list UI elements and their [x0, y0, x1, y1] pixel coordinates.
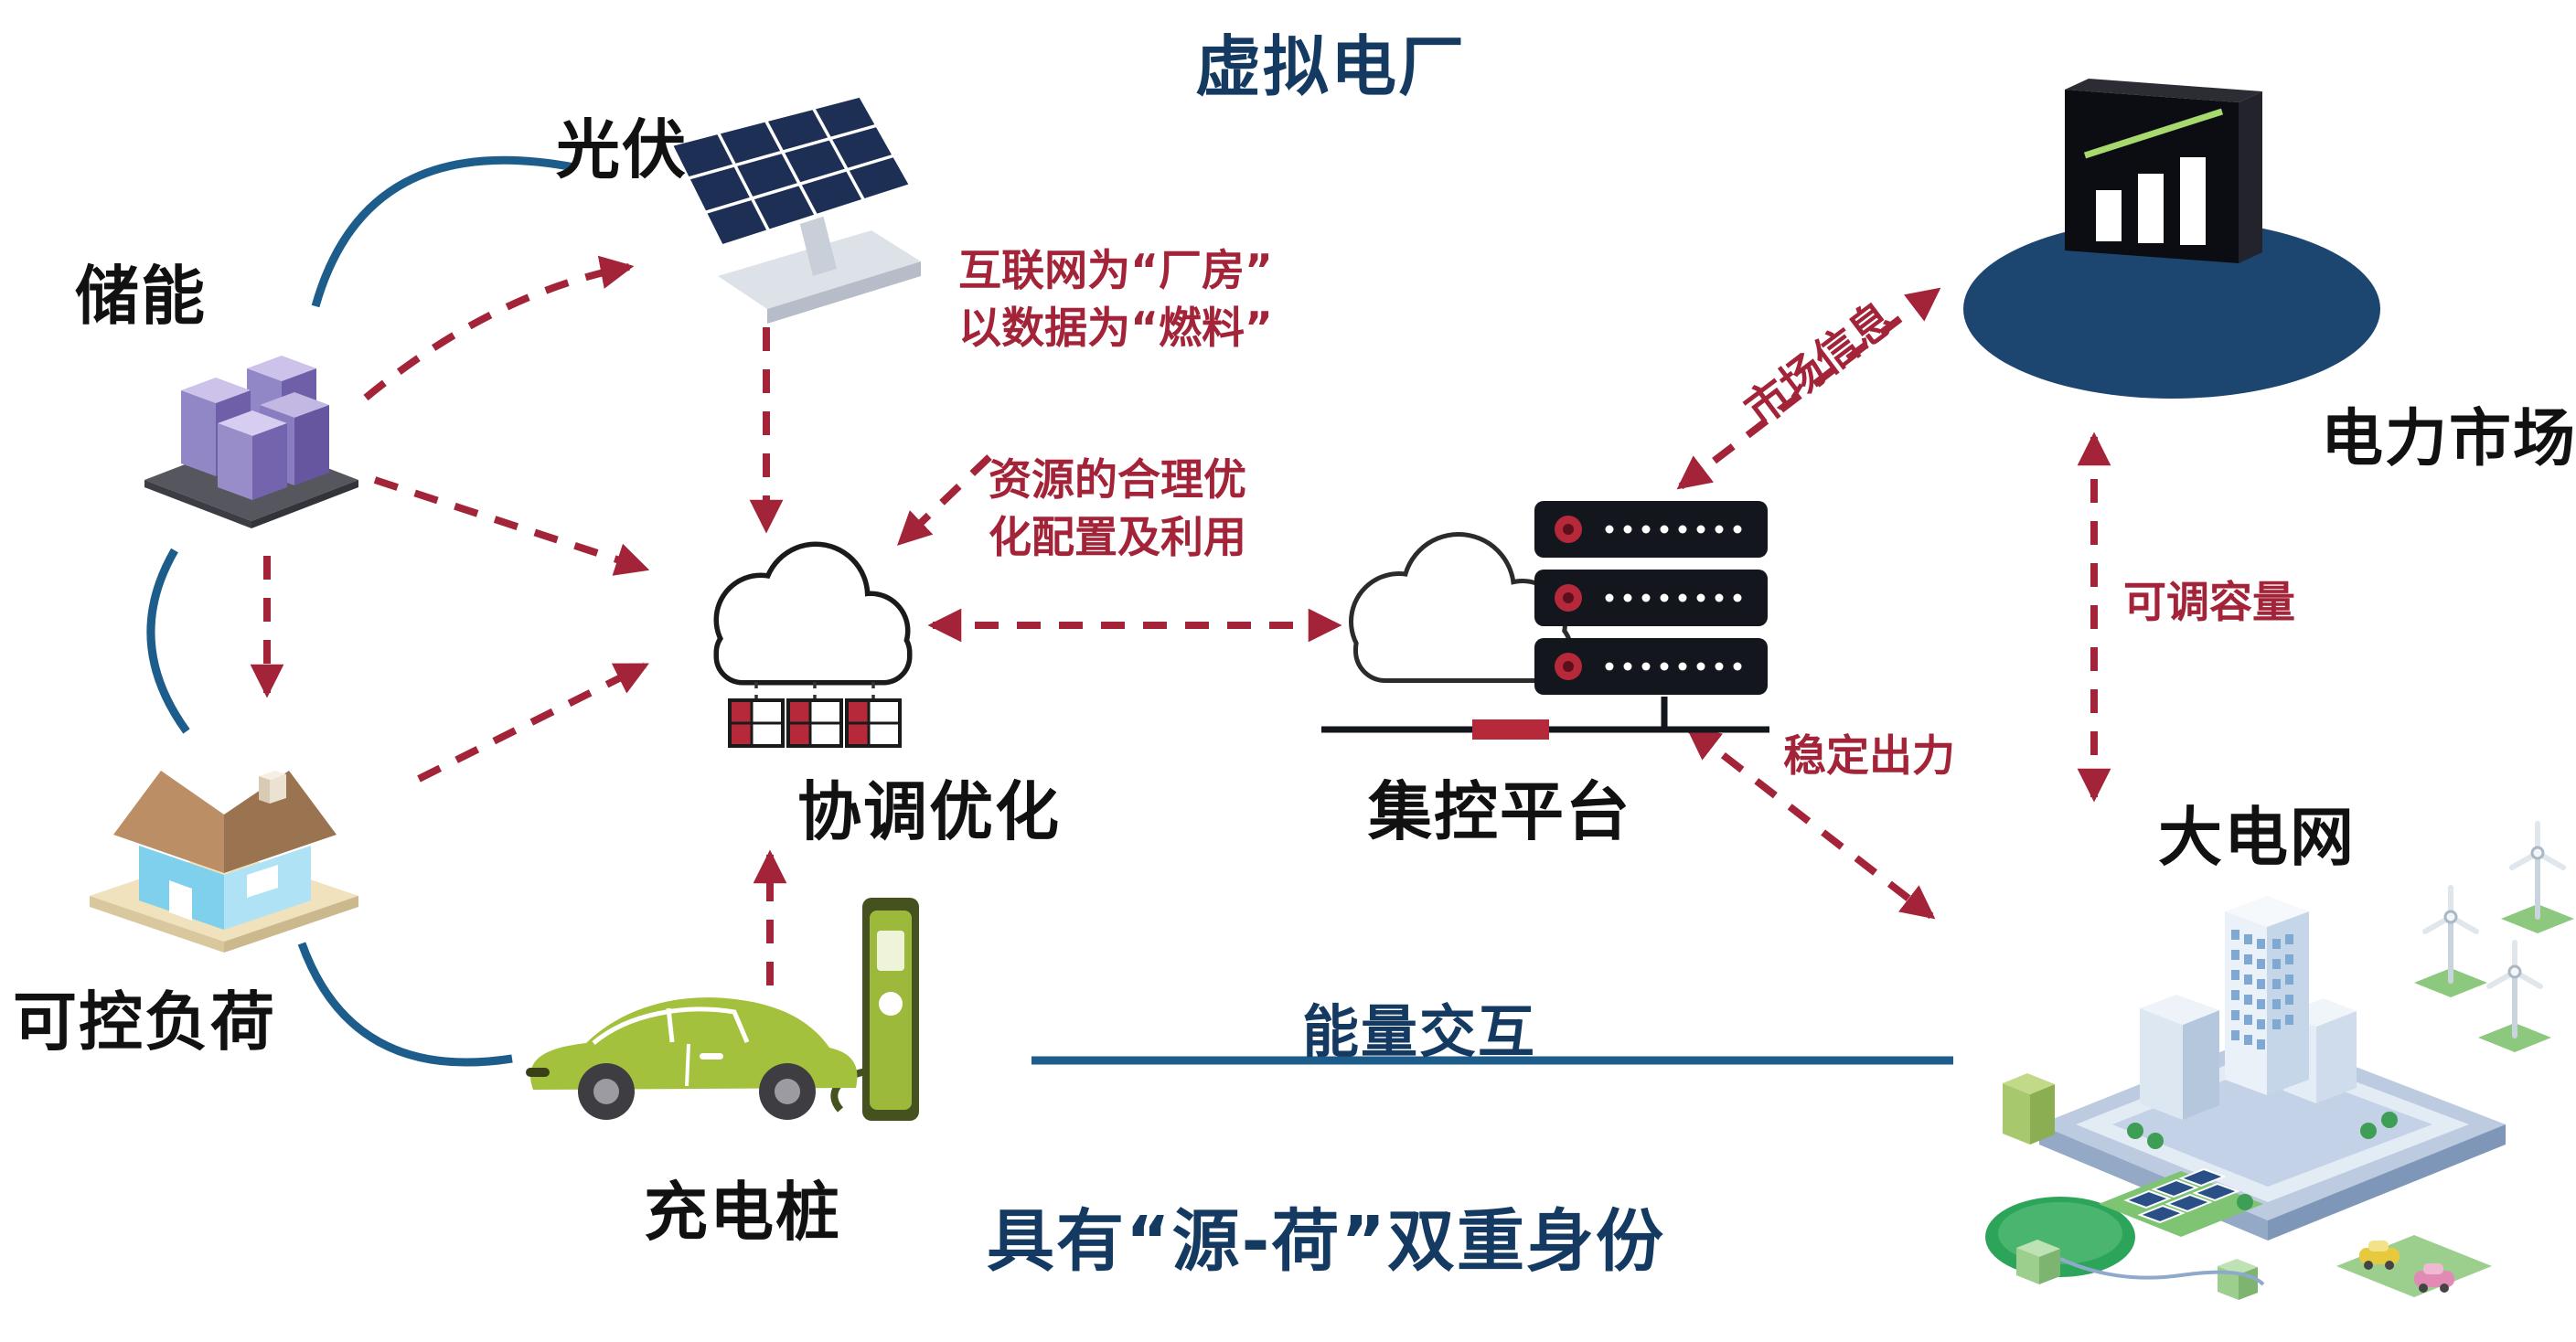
label-market: 电力市场 [2321, 403, 2576, 475]
label-charger: 充电桩 [644, 1175, 841, 1250]
network-base [1321, 697, 1769, 740]
note-adjustable-capacity: 可调容量 [2123, 578, 2295, 628]
label-platform: 集控平台 [1368, 774, 1631, 849]
arrow-storage-to-pv [363, 255, 635, 401]
footer-caption: 具有“源-荷”双重身份 [987, 1202, 1665, 1281]
link-storage-load [146, 548, 190, 734]
cloud-server-icon [1321, 501, 1769, 740]
city-vehicles [2336, 1235, 2492, 1297]
city-small-blocks [2003, 1073, 2265, 1300]
arrow-storage-to-coordination [373, 476, 650, 576]
house-icon [90, 771, 358, 953]
label-load: 可控负荷 [13, 985, 276, 1060]
note-resource-line2: 化配置及利用 [989, 513, 1246, 564]
panel-stand [718, 211, 921, 324]
storage-cubes [181, 356, 329, 500]
city-trees [2127, 1112, 2398, 1210]
charging-pile [830, 898, 919, 1121]
arrow-platform-market [1676, 287, 1941, 490]
market-chart [2065, 79, 2262, 263]
note-internet-line2: 以数据为“燃料” [958, 304, 1273, 355]
city-grid-icon [1985, 821, 2574, 1300]
cloud-compute-icon [713, 541, 913, 748]
label-storage: 储能 [75, 259, 207, 334]
arrow-platform-grid [1685, 726, 1936, 920]
note-internet-line1: 互联网为“厂房” [958, 246, 1273, 296]
market-platform [1963, 219, 2380, 399]
solar-panel-icon [668, 92, 921, 324]
cloud-drops [754, 682, 875, 698]
label-grid: 大电网 [2158, 800, 2356, 875]
city-buildings [2140, 896, 2357, 1120]
page-title: 虚拟电厂 [1195, 28, 1467, 105]
link-load-charger [297, 942, 513, 1067]
red-arrows [250, 255, 2111, 985]
wind-turbines [2414, 821, 2574, 1052]
mini-servers [728, 698, 902, 748]
server-stack [1534, 501, 1768, 695]
panel-face [668, 92, 914, 250]
cloud-fill [719, 547, 907, 680]
note-resource-line1: 资源的合理优 [989, 455, 1246, 506]
note-internet: 互联网为“厂房” 以数据为“燃料” [942, 242, 1289, 358]
link-storage-pv [311, 155, 575, 308]
market-chart-icon [1963, 79, 2380, 399]
arrow-resource-note-to-cloud [897, 454, 992, 546]
ev-car-charging-icon [526, 898, 919, 1121]
house-body [113, 771, 337, 930]
note-energy-exchange: 能量交互 [1302, 998, 1537, 1065]
label-coordination: 协调优化 [797, 774, 1061, 849]
note-stable-output: 稳定出力 [1783, 731, 1955, 782]
blue-links [146, 155, 1953, 1067]
note-resource: 资源的合理优 化配置及利用 [971, 452, 1264, 568]
battery-storage-icon [144, 356, 358, 528]
ev-car [526, 997, 858, 1120]
arrow-load-to-coordination [417, 662, 649, 783]
label-pv: 光伏 [556, 112, 688, 187]
platform-cloud-fill [1353, 537, 1568, 678]
